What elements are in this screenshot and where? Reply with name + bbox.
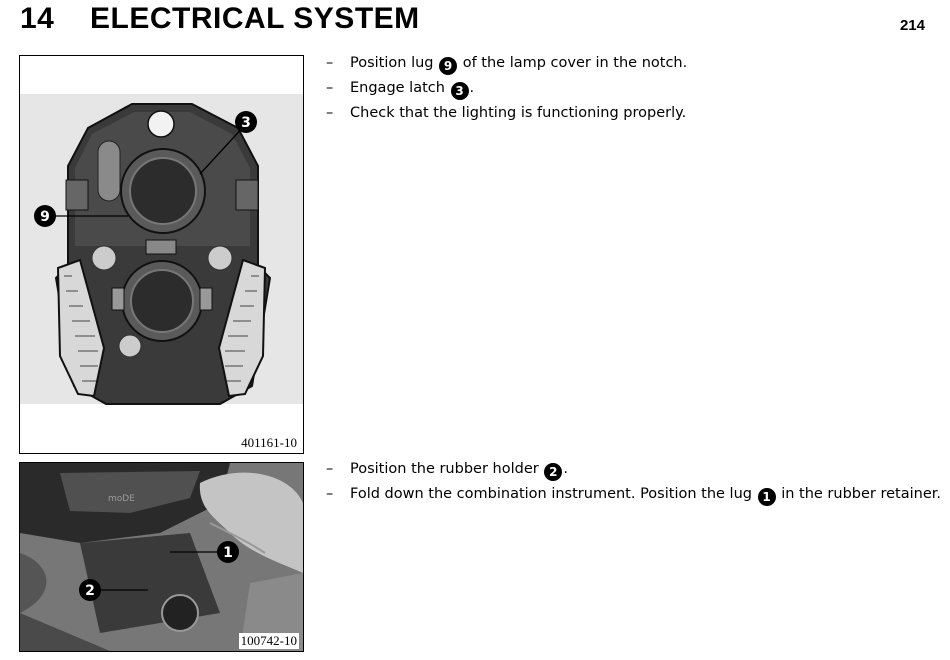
callout-3: 3 xyxy=(241,115,251,131)
chapter-title: ELECTRICAL SYSTEM xyxy=(90,2,420,35)
chapter-number: 14 xyxy=(20,2,55,35)
step-text: of the lamp cover in the notch. xyxy=(458,55,688,71)
headlight-illustration: 3 9 xyxy=(20,94,303,405)
step-text: Position the rubber holder xyxy=(350,461,544,477)
callout-2: 2 xyxy=(85,583,95,599)
step-item: –Position the rubber holder 2. xyxy=(326,457,941,482)
callout-badge: 2 xyxy=(544,463,563,481)
step-text: . xyxy=(469,80,475,96)
step-item: –Fold down the combination instrument. P… xyxy=(326,482,941,507)
steps-list-lamp: –Position lug 9 of the lamp cover in the… xyxy=(326,51,687,126)
callout-1: 1 xyxy=(223,545,233,561)
step-dash: – xyxy=(326,55,334,71)
embossed-mode-text: moDE xyxy=(108,494,135,504)
step-item: –Engage latch 3. xyxy=(326,76,687,101)
step-text: Engage latch xyxy=(350,80,450,96)
step-dash: – xyxy=(326,486,334,502)
figure-code: 100742-10 xyxy=(238,633,299,649)
step-item: –Check that the lighting is functioning … xyxy=(326,101,687,126)
step-dash: – xyxy=(326,105,334,121)
callout-badge: 3 xyxy=(450,82,469,100)
step-text: Position lug xyxy=(350,55,439,71)
callout-badge: 9 xyxy=(439,57,458,75)
step-dash: – xyxy=(326,80,334,96)
step-text: Fold down the combination instrument. Po… xyxy=(350,486,757,502)
step-dash: – xyxy=(326,461,334,477)
callout-9: 9 xyxy=(40,209,50,225)
steps-list-instrument: –Position the rubber holder 2. –Fold dow… xyxy=(326,457,941,507)
figure-code: 401161-10 xyxy=(239,435,299,451)
step-item: –Position lug 9 of the lamp cover in the… xyxy=(326,51,687,76)
step-text: in the rubber retainer. xyxy=(776,486,942,502)
callout-badge: 1 xyxy=(757,488,776,506)
step-text: Check that the lighting is functioning p… xyxy=(350,105,687,121)
step-text: . xyxy=(563,461,568,477)
figure-headlight-rear: 3 9 401161-10 xyxy=(19,55,304,454)
page-number: 214 xyxy=(899,17,925,34)
instrument-photo: moDE 1 2 xyxy=(20,463,303,651)
figure-instrument-photo: moDE 1 2 100742-10 xyxy=(19,462,304,652)
